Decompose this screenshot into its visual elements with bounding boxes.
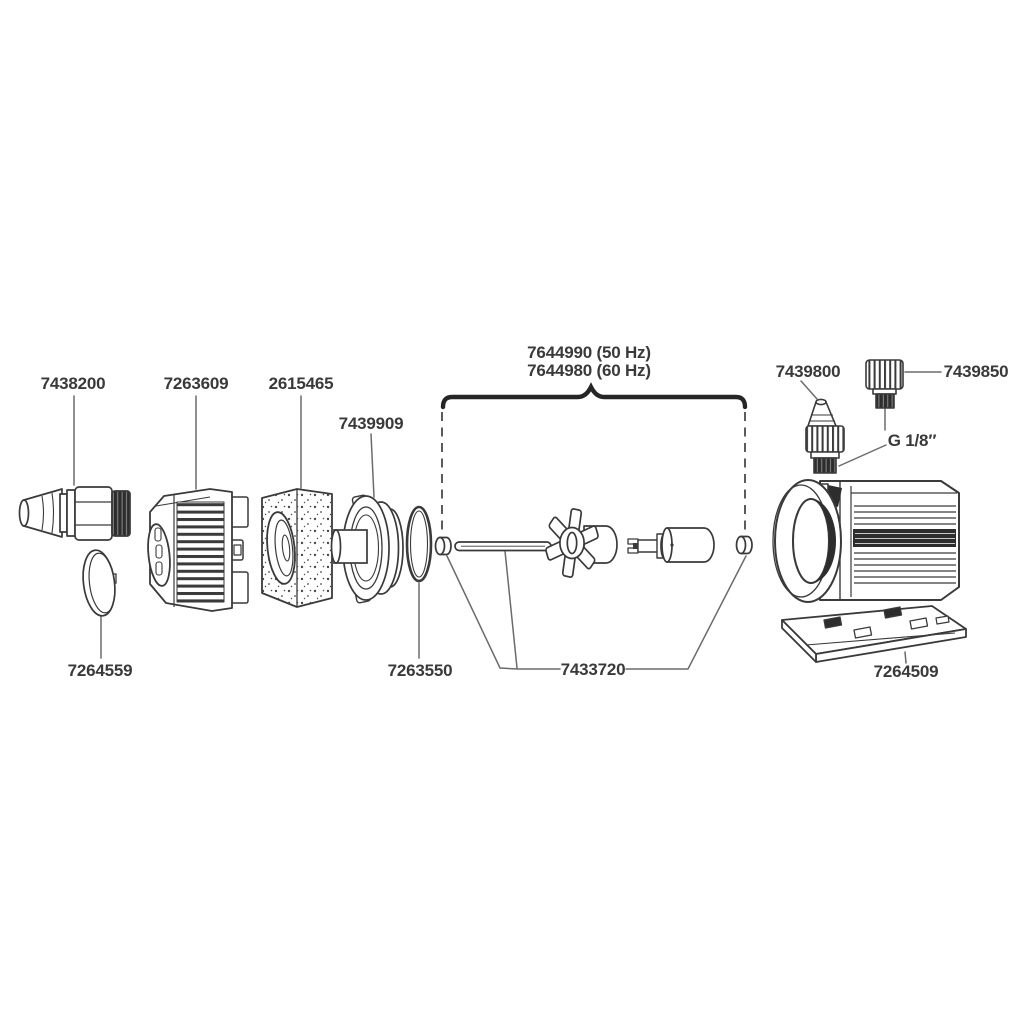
brace — [440, 382, 748, 410]
shaft-adapter — [627, 527, 715, 563]
impeller-star — [545, 508, 598, 577]
suction-disc-drawing — [82, 549, 117, 617]
tap-connector-drawing — [18, 486, 131, 541]
part-label-suction-disc: 7264559 — [67, 661, 133, 680]
impeller-cover-drawing — [330, 494, 404, 604]
part-label-tap-connector: 7438200 — [40, 374, 106, 393]
part-label-impeller-assembly-50hz: 7644990 (50 Hz) — [527, 343, 651, 362]
part-label-sealing-plug: 7439850 — [943, 362, 1009, 381]
part-label-nozzle-fitting: 7439800 — [775, 362, 841, 381]
part-label-o-ring: 7263550 — [387, 661, 453, 680]
part-label-base-plate: 7264509 — [873, 662, 939, 681]
part-label-impeller-assembly: 7644990 (50 Hz) 7644980 (60 Hz) — [527, 344, 651, 380]
o-ring-drawing — [405, 505, 433, 583]
part-label-pump-cover: 7263609 — [163, 374, 229, 393]
part-label-shaft-set: 7433720 — [560, 660, 626, 679]
nozzle-fitting-drawing — [805, 398, 845, 474]
filter-foam-drawing — [261, 488, 333, 608]
part-label-impeller-assembly-60hz: 7644980 (60 Hz) — [527, 361, 651, 380]
pump-body-drawing — [772, 479, 960, 603]
part-label-filter-foam: 2615465 — [268, 374, 334, 393]
assembly-bracket — [440, 382, 748, 535]
thread-size-label: G 1/8″ — [887, 431, 937, 450]
part-label-impeller-cover: 7439909 — [338, 414, 404, 433]
sealing-plug-drawing — [865, 359, 904, 409]
leader-lines — [73, 371, 942, 670]
base-plate-drawing — [781, 605, 967, 663]
impeller-assembly-drawing — [434, 508, 753, 577]
pump-cover-drawing — [147, 488, 249, 612]
